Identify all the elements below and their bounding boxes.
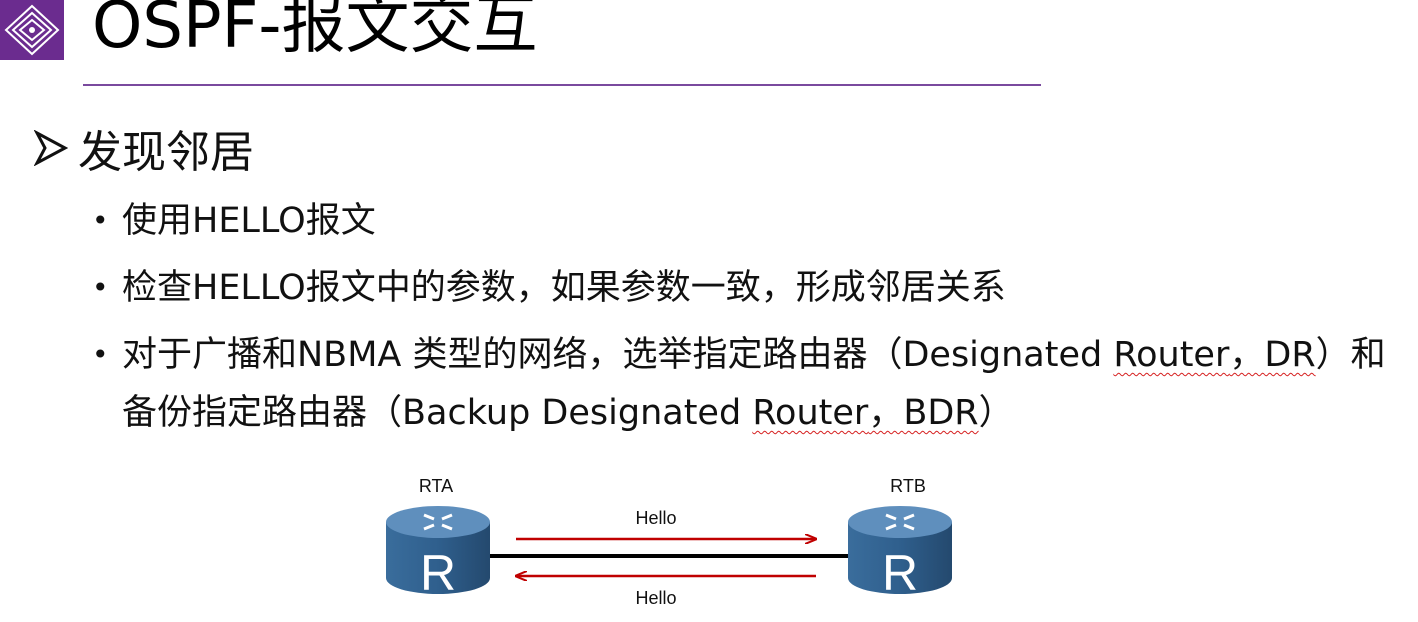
spellcheck-word: Router	[1113, 335, 1230, 375]
hello-back-label: Hello	[635, 588, 676, 608]
bullet-dot: •	[92, 204, 109, 237]
bullet-text: 检查HELLO报文中的参数，如果参数一致，形成邻居关系	[122, 268, 1006, 308]
page-title: OSPF-报文交互	[92, 0, 538, 63]
router-b-glyph: R	[882, 545, 918, 601]
list-item: • 使用HELLO报文	[92, 192, 376, 250]
router-b-label: RTB	[890, 476, 926, 496]
bullet-dot: •	[92, 271, 109, 304]
spellcheck-word: Router	[752, 393, 869, 433]
list-item: • 对于广播和NBMA 类型的网络，选举指定路由器（Designated Rou…	[92, 326, 1392, 442]
list-item: • 检查HELLO报文中的参数，如果参数一致，形成邻居关系	[92, 259, 1006, 317]
router-a-label: RTA	[419, 476, 453, 496]
hello-exchange-diagram: RTA RTB R R Hello Hello	[386, 476, 952, 608]
logo-icon	[0, 0, 64, 60]
heading-text: 发现邻居	[78, 127, 254, 178]
arrowhead-bullet-icon	[34, 130, 68, 166]
router-a-glyph: R	[420, 545, 456, 601]
bullet-text: 使用HELLO报文	[122, 201, 376, 241]
title-divider	[83, 84, 1041, 86]
router-b-icon: R	[848, 506, 952, 601]
hello-forward-label: Hello	[635, 508, 676, 528]
bullet-dot: •	[92, 338, 109, 371]
section-heading: 发现邻居	[34, 122, 254, 178]
spellcheck-word: BDR	[903, 393, 979, 433]
spellcheck-word: DR	[1264, 335, 1316, 375]
bullet-text: 对于广播和NBMA 类型的网络，选举指定路由器（Designated Route…	[122, 335, 1386, 433]
router-a-icon: R	[386, 506, 490, 601]
